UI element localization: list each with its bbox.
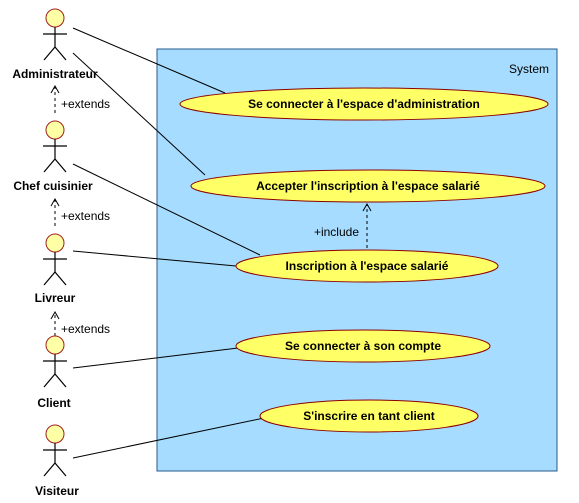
actor-label: Administrateur — [12, 67, 98, 81]
stick-figure-icon — [43, 8, 67, 61]
use-case-ellipse — [235, 329, 491, 363]
actor-label: Client — [37, 396, 70, 410]
use-case-label: Inscription à l'espace salarié — [286, 259, 449, 273]
use-case-account-login[interactable]: Se connecter à son compte — [235, 329, 491, 363]
extends-chef-admin-arrow — [50, 84, 60, 94]
assoc-admin-uc1 — [72, 27, 226, 94]
actor-chef-cuisinier[interactable]: Chef cuisinier — [13, 120, 93, 193]
extends-label-2: +extends — [61, 209, 110, 223]
use-case-client-signup[interactable]: S'inscrire en tant client — [259, 399, 479, 433]
use-case-label: S'inscrire en tant client — [303, 409, 435, 423]
actor-livreur[interactable]: Livreur — [35, 233, 76, 305]
include-arrow — [362, 202, 372, 212]
assoc-admin-uc2 — [72, 52, 206, 176]
use-case-accept-registration[interactable]: Accepter l'inscription à l'espace salari… — [190, 169, 546, 203]
extends-label-1: +extends — [61, 97, 110, 111]
extends-livreur-chef-arrow — [50, 197, 60, 207]
use-case-ellipse — [235, 249, 499, 283]
use-case-label: Accepter l'inscription à l'espace salari… — [256, 179, 480, 193]
use-case-ellipse — [179, 87, 549, 121]
actor-client[interactable]: Client — [37, 335, 71, 410]
include-relation: +include — [314, 202, 372, 248]
extends-label-3: +extends — [61, 322, 110, 336]
use-case-ellipse — [259, 399, 479, 433]
use-case-admin-login[interactable]: Se connecter à l'espace d'administration — [179, 87, 549, 121]
actor-label: Visiteur — [35, 484, 79, 498]
stick-figure-icon — [43, 424, 67, 477]
associations — [72, 27, 265, 459]
use-case-ellipse — [190, 169, 546, 203]
extends-client-livreur-arrow — [50, 310, 60, 320]
assoc-livreur-uc3 — [72, 250, 237, 267]
actor-label: Livreur — [35, 291, 76, 305]
actor-label: Chef cuisinier — [13, 179, 93, 193]
stick-figure-icon — [43, 335, 67, 388]
assoc-client-uc4 — [72, 347, 239, 369]
use-case-employee-registration[interactable]: Inscription à l'espace salarié — [235, 249, 499, 283]
include-label: +include — [314, 225, 359, 239]
use-case-label: Se connecter à son compte — [285, 339, 441, 353]
actor-administrateur[interactable]: Administrateur — [12, 8, 98, 81]
system-title: System — [509, 62, 549, 76]
assoc-visiteur-uc5 — [72, 417, 265, 459]
stick-figure-icon — [43, 233, 67, 286]
use-cases: Se connecter à l'espace d'administration… — [179, 87, 549, 433]
use-case-label: Se connecter à l'espace d'administration — [248, 97, 480, 111]
assoc-chef-uc3 — [72, 163, 261, 256]
actors: Administrateur Chef cuisinier Livreur — [12, 8, 98, 498]
actor-visiteur[interactable]: Visiteur — [35, 424, 79, 498]
extends-relations: +extends +extends +extends — [50, 84, 110, 336]
stick-figure-icon — [43, 120, 67, 173]
